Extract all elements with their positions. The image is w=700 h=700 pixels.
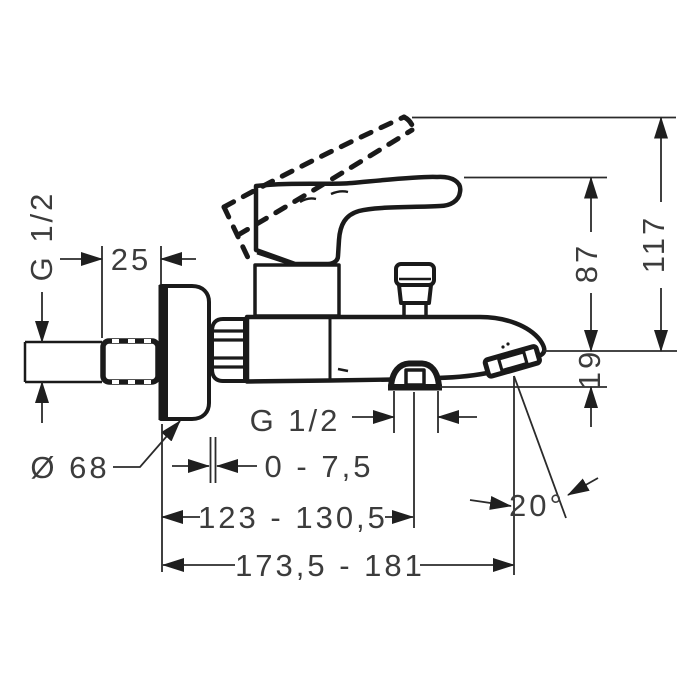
dim-escutcheon-dia-label: Ø 68 <box>30 450 109 485</box>
dim-outlet-thread-label: G 1/2 <box>250 403 341 438</box>
cartridge-housing <box>253 263 341 318</box>
dim-adjust-range-label: 0 - 7,5 <box>265 449 374 484</box>
aerator-dot <box>506 342 510 346</box>
reference-lines <box>412 116 677 388</box>
dim-escutcheon-dia: Ø 68 <box>30 420 181 485</box>
dim-spout-offset-19: 19 <box>572 349 607 427</box>
hose-outlet <box>388 360 442 391</box>
dim-wall-thread: G 1/2 <box>24 191 59 423</box>
dim-depth-outlet: 123 - 130,5 <box>161 392 415 572</box>
dim-depth-outlet-label: 123 - 130,5 <box>198 500 388 535</box>
dim-spray-angle-label: 20° <box>509 488 565 523</box>
threaded-nipple <box>100 338 161 385</box>
dim-height-open-label: 117 <box>636 215 671 273</box>
escutcheon <box>158 284 211 421</box>
dim-height-handle-87: 87 <box>569 176 604 352</box>
aerator <box>482 344 542 379</box>
dim-projection-25: 25 <box>60 242 196 338</box>
dim-adjust-range: 0 - 7,5 <box>172 437 374 484</box>
union-nut <box>210 317 247 383</box>
dim-spray-angle: 20° <box>469 375 599 575</box>
dim-wall-thread-label: G 1/2 <box>24 191 59 282</box>
thread-dashes <box>112 339 151 384</box>
dim-height-open-117: 117 <box>636 116 671 352</box>
lever-handle-raised-dashed <box>221 114 417 265</box>
body-mark <box>337 367 349 373</box>
dim-depth-spray-label: 173,5 - 181 <box>235 548 425 583</box>
dim-spout-offset-label: 19 <box>572 349 607 389</box>
aerator-dot <box>501 345 505 349</box>
dim-height-handle-label: 87 <box>569 243 604 283</box>
wall-pipe <box>23 338 161 385</box>
dim-depth-spray: 173,5 - 181 <box>162 548 515 583</box>
dim-outlet-thread: G 1/2 <box>250 391 477 438</box>
lever-handle <box>253 174 463 267</box>
dim-projection-label: 25 <box>111 242 151 277</box>
diverter-knob <box>394 262 436 319</box>
